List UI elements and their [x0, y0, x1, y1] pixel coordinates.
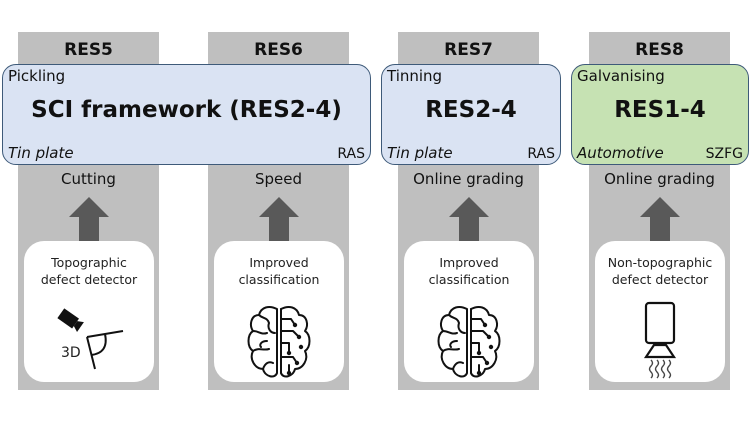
up-arrow-icon — [258, 197, 299, 243]
component-line: Topographic — [51, 255, 127, 270]
product-label: Automotive — [577, 144, 664, 162]
component-card: Improved classification — [214, 241, 344, 382]
framework-label: RES1-4 — [614, 97, 706, 123]
component-line: classification — [428, 272, 510, 287]
column-title: RES5 — [64, 40, 113, 60]
output-label: Online grading — [413, 170, 524, 188]
component-line: Non-topographic — [607, 255, 713, 270]
component-card: Non-topographic defect detector — [595, 241, 725, 382]
process-box-galvanising: Galvanising RES1-4 Automotive SZFG — [571, 64, 749, 165]
component-line: classification — [238, 272, 320, 287]
3d-camera-detector-icon: 3D — [57, 308, 124, 370]
column-title: RES6 — [254, 40, 303, 60]
partner-label: RAS — [527, 146, 555, 162]
column-title: RES8 — [635, 40, 684, 60]
brain-circuit-icon — [247, 306, 311, 378]
process-box-tinning: Tinning RES2-4 Tin plate RAS — [381, 64, 561, 165]
partner-label: SZFG — [705, 146, 743, 162]
product-label: Tin plate — [387, 144, 453, 162]
component-card: Improved classification — [404, 241, 534, 382]
camera-sensor-icon — [643, 301, 677, 379]
partner-label: RAS — [337, 146, 365, 162]
output-label: Online grading — [604, 170, 715, 188]
component-line: Improved — [439, 255, 499, 270]
output-label: Cutting — [61, 170, 116, 188]
column-title: RES7 — [444, 40, 493, 60]
3d-label: 3D — [61, 345, 81, 361]
up-arrow-icon — [68, 197, 109, 243]
process-box-pickling: Pickling SCI framework (RES2-4) Tin plat… — [2, 64, 371, 165]
process-label: Galvanising — [577, 67, 665, 85]
component-line: defect detector — [611, 272, 709, 287]
component-line: defect detector — [40, 272, 138, 287]
output-label: Speed — [254, 170, 303, 188]
framework-label: SCI framework (RES2-4) — [31, 97, 342, 123]
up-arrow-icon — [639, 197, 680, 243]
framework-label: RES2-4 — [425, 97, 517, 123]
component-line: Improved — [249, 255, 309, 270]
process-label: Tinning — [387, 67, 443, 85]
product-label: Tin plate — [8, 144, 74, 162]
up-arrow-icon — [448, 197, 489, 243]
process-label: Pickling — [8, 67, 66, 85]
brain-circuit-icon — [437, 306, 501, 378]
component-card: Topographic defect detector 3D — [24, 241, 154, 382]
